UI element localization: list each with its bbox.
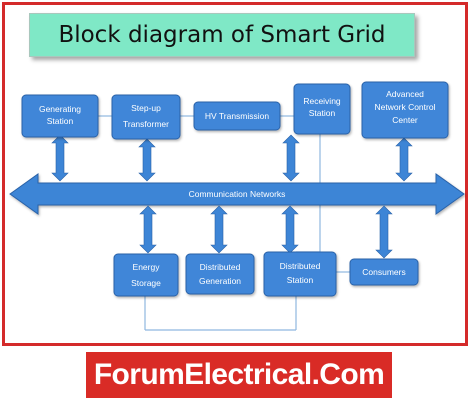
block-distributed-station: Distributed Station (263, 251, 337, 297)
block-label-line: Station (287, 275, 314, 285)
block-receiving-station: Receiving Station (293, 83, 351, 135)
block-label-line: Network Control (375, 102, 436, 112)
block-label-line: Station (309, 108, 336, 118)
arrow-control-center-bus (395, 137, 413, 182)
block-label-line: Consumers (362, 267, 405, 277)
block-label-line: Generation (199, 276, 241, 286)
block-advanced-network-control-center: Advanced Network Control Center (361, 81, 449, 139)
bus-arrow-shape (9, 173, 465, 215)
block-generating-station: Generating Station (21, 94, 99, 138)
block-label-line: Step-up (131, 103, 161, 113)
block-label-line: Receiving (303, 96, 341, 106)
block-label-line: Storage (131, 278, 161, 288)
block-label-line: Energy (133, 262, 161, 272)
block-label-line: Advanced (386, 89, 424, 99)
diagram-title: Block diagram of Smart Grid (58, 22, 386, 48)
block-hv-transmission: HV Transmission (193, 101, 281, 131)
arrow-generating-bus (51, 134, 69, 182)
arrow-bus-distributed-station (281, 205, 299, 254)
arrow-stepup-bus (138, 138, 156, 182)
footer-banner: ForumElectrical.Com (86, 352, 392, 398)
communication-bus: Communication Networks (9, 173, 465, 215)
block-label-line: Transformer (123, 119, 169, 129)
arrow-receiving-bus (282, 134, 300, 182)
block-label-line: HV Transmission (205, 111, 270, 121)
power-lines (98, 115, 350, 331)
block-label-line: Distributed (280, 261, 321, 271)
block-distributed-generation: Distributed Generation (185, 253, 255, 295)
block-step-up-transformer: Step-up Transformer (111, 94, 181, 140)
arrow-bus-consumers (375, 205, 393, 259)
vertical-arrows (51, 134, 413, 259)
footer-watermark: ForumElectrical.Com (93, 358, 385, 391)
block-label-line: Station (47, 116, 74, 126)
smart-grid-diagram: Communication Networks Generating Statio… (9, 81, 465, 331)
bus-label: Communication Networks (189, 189, 286, 199)
block-label-line: Generating (39, 104, 81, 114)
block-label-line: Distributed (200, 262, 241, 272)
block-label-line: Center (392, 115, 418, 125)
arrow-bus-distributed-generation (210, 205, 228, 254)
arrow-bus-energy-storage (139, 205, 157, 254)
title-banner: Block diagram of Smart Grid (29, 13, 415, 57)
block-energy-storage: Energy Storage (113, 253, 179, 297)
block-consumers: Consumers (349, 258, 419, 286)
